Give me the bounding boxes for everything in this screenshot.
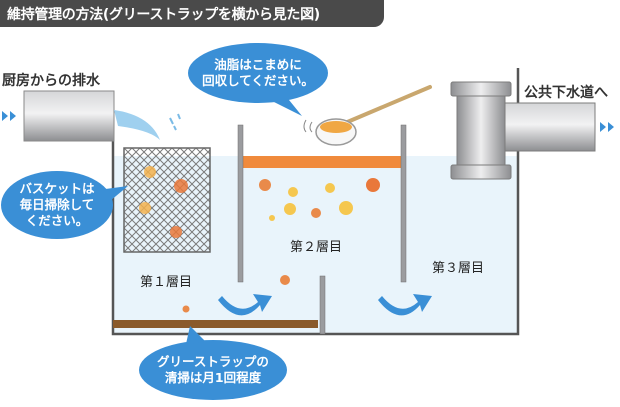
inlet-pipe <box>23 90 115 142</box>
flow-arrow-1 <box>218 294 272 316</box>
title-bar: 維持管理の方法(グリーストラップを横から見た図) <box>0 0 384 27</box>
outlet-arrow <box>600 122 614 132</box>
inflow-stream <box>114 110 160 140</box>
bubble-oil <box>188 43 328 116</box>
ladle-icon <box>303 85 432 146</box>
bubble-cleaning-line2: 清掃は月1回程度 <box>164 370 262 385</box>
outlet-pipe-vertical <box>456 91 506 179</box>
tank-walls <box>111 68 520 336</box>
partition-2 <box>319 275 326 335</box>
grease-dots-chamber1 <box>139 166 190 313</box>
inlet-label: 厨房からの排水 <box>2 73 100 89</box>
partition-1 <box>237 124 244 283</box>
bubble-cleaning <box>139 326 287 400</box>
outlet-pipe-cap-top <box>450 81 512 97</box>
oil-layer <box>243 156 401 168</box>
partition-3 <box>400 124 407 283</box>
grease-dots-chamber2 <box>259 178 380 285</box>
bubble-cleaning-text: グリーストラップの 清掃は月1回程度 <box>150 354 276 386</box>
bubble-basket <box>1 171 128 239</box>
inlet-arrow <box>2 111 16 121</box>
basket <box>123 147 211 253</box>
splash-marks <box>169 113 181 131</box>
layer1-label: 第１層目 <box>140 275 193 290</box>
sludge-layer <box>113 320 318 328</box>
outlet-label: 公共下水道へ <box>524 85 608 101</box>
outlet-pipe-cap-bottom <box>450 164 512 180</box>
bubble-oil-text: 油脂はこまめに 回収してください。 <box>198 57 318 89</box>
bubble-basket-line2: 毎日掃除して <box>19 197 95 212</box>
bubble-basket-line3: ください。 <box>25 213 89 228</box>
flow-arrow-2 <box>378 294 432 316</box>
bubble-oil-line2: 回収してください。 <box>202 73 314 88</box>
bubble-oil-line1: 油脂はこまめに <box>214 57 302 72</box>
layer3-label: 第３層目 <box>432 261 485 276</box>
bubble-cleaning-line1: グリーストラップの <box>157 354 269 369</box>
bubble-basket-text: バスケットは 毎日掃除して ください。 <box>9 181 105 229</box>
page-title: 維持管理の方法(グリーストラップを横から見た図) <box>7 7 320 23</box>
outlet-pipe-horizontal <box>504 102 596 152</box>
layer2-label: 第２層目 <box>290 240 343 255</box>
bubble-basket-line1: バスケットは <box>19 181 95 196</box>
